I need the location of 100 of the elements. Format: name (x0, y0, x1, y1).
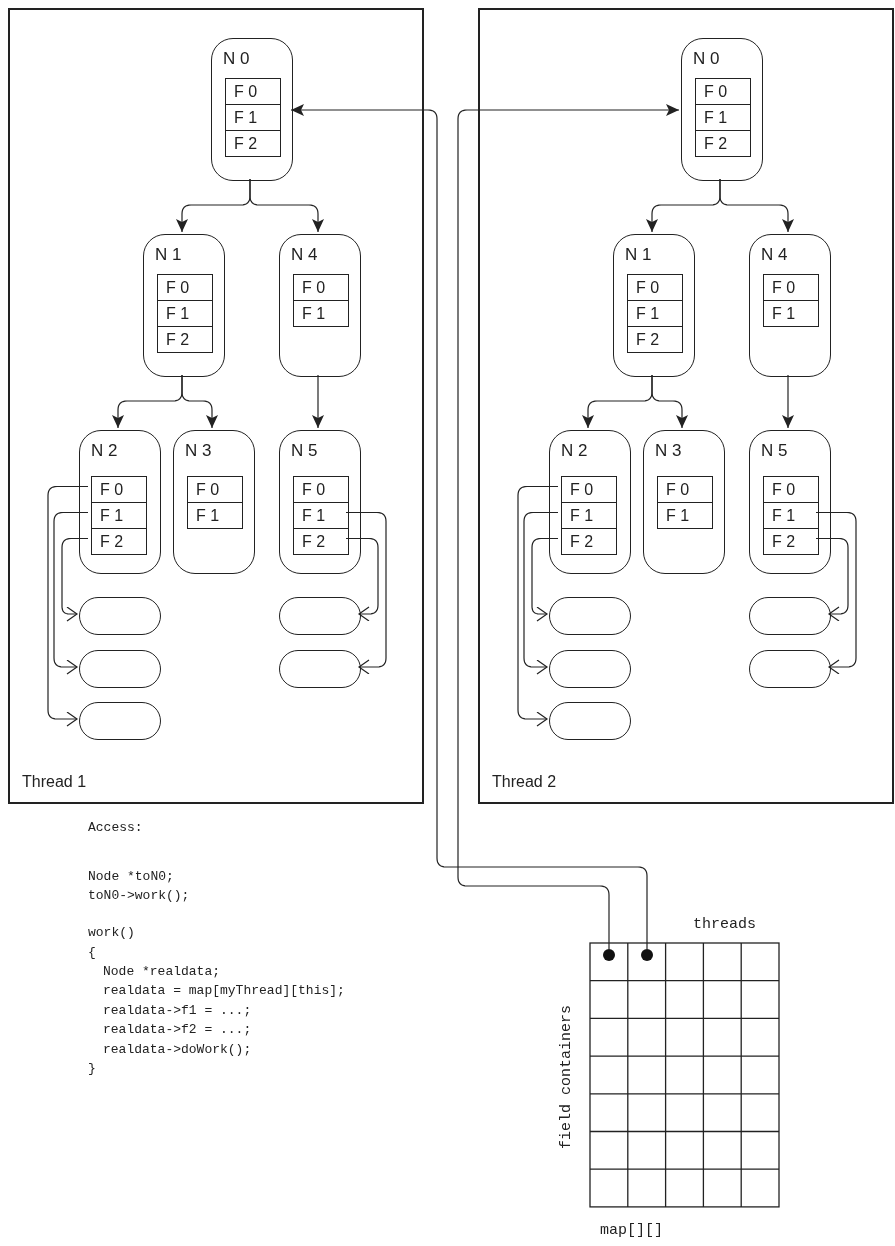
field-label: F 2 (100, 534, 124, 550)
node-box (279, 234, 361, 377)
field-row (763, 528, 819, 555)
arrow (249, 178, 324, 233)
field-row (157, 300, 213, 327)
field-row (293, 476, 349, 503)
field-row (91, 528, 147, 555)
array-label: map[][] (600, 1222, 663, 1238)
field-row (293, 502, 349, 529)
field-row (627, 326, 683, 353)
field-label: F 0 (196, 482, 220, 498)
code-line: realdata->f2 = ...; (103, 1022, 252, 1036)
code-line: { (88, 945, 96, 959)
field-row (561, 476, 617, 503)
code-line: } (88, 1061, 96, 1075)
node-box (749, 430, 831, 574)
code-line: work() (88, 925, 135, 939)
field-row (225, 130, 281, 157)
node-label: N 1 (625, 246, 652, 263)
field-label: F 2 (570, 534, 594, 550)
axis-label-vertical: field containers (558, 1005, 574, 1149)
node-box (613, 234, 695, 377)
arrow (651, 374, 688, 429)
arrow (345, 537, 379, 622)
field-label: F 0 (302, 280, 326, 296)
arrow (312, 374, 324, 429)
node-label: N 2 (91, 442, 118, 459)
field-label: F 0 (302, 482, 326, 498)
field-label: F 1 (772, 508, 796, 524)
field-row (157, 274, 213, 301)
field-row (561, 528, 617, 555)
node-box (211, 38, 293, 181)
node-box (279, 430, 361, 574)
pointer-dot (641, 949, 653, 961)
field-label: F 0 (772, 280, 796, 296)
field-label: F 1 (302, 508, 326, 524)
field-label: F 0 (570, 482, 594, 498)
field-row (91, 476, 147, 503)
arrow (181, 374, 218, 429)
field-row (627, 300, 683, 327)
field-label: F 0 (166, 280, 190, 296)
field-row (763, 274, 819, 301)
code-line: Access: (88, 820, 143, 834)
code-line: Node *realdata; (103, 964, 221, 978)
field-row (187, 476, 243, 503)
arrow (290, 104, 648, 950)
axis-label: threads (693, 916, 756, 932)
arrow (345, 511, 387, 675)
thread-label: Thread 1 (22, 774, 87, 790)
field-label: F 2 (636, 332, 660, 348)
arrow (782, 374, 794, 429)
node-label: N 5 (761, 442, 788, 459)
node-label: N 0 (693, 50, 720, 67)
node-box (643, 430, 725, 574)
field-row (293, 528, 349, 555)
field-row (187, 502, 243, 529)
field-row (763, 476, 819, 503)
field-label: F 0 (234, 84, 258, 100)
node-label: N 1 (155, 246, 182, 263)
field-label: F 2 (772, 534, 796, 550)
arrow (47, 485, 89, 727)
field-label: F 1 (196, 508, 220, 524)
field-label: F 1 (704, 110, 728, 126)
pointer-dot (603, 949, 615, 961)
arrow (815, 511, 857, 675)
node-box (749, 234, 831, 377)
field-label: F 0 (772, 482, 796, 498)
field-row (695, 104, 751, 131)
field-label: F 0 (100, 482, 124, 498)
arrow (531, 537, 559, 622)
code-line: Node *toN0; (88, 869, 174, 883)
thread-panel (478, 8, 894, 804)
field-row (627, 274, 683, 301)
code-line: realdata->doWork(); (103, 1042, 252, 1056)
node-box (681, 38, 763, 181)
code-line: realdata->f1 = ...; (103, 1003, 252, 1017)
field-label: F 1 (100, 508, 124, 524)
arrow (517, 485, 559, 727)
node-label: N 0 (223, 50, 250, 67)
field-row (293, 274, 349, 301)
code-line: toN0->work(); (88, 888, 190, 902)
node-label: N 3 (655, 442, 682, 459)
field-row (293, 300, 349, 327)
field-label: F 2 (704, 136, 728, 152)
node-label: N 3 (185, 442, 212, 459)
field-row (657, 502, 713, 529)
field-label: F 2 (234, 136, 258, 152)
field-row (157, 326, 213, 353)
arrow (523, 511, 559, 675)
field-row (225, 78, 281, 105)
field-label: F 1 (166, 306, 190, 322)
field-label: F 0 (666, 482, 690, 498)
arrow (53, 511, 89, 675)
field-label: F 1 (234, 110, 258, 126)
field-label: F 2 (166, 332, 190, 348)
node-box (143, 234, 225, 377)
node-label: N 4 (761, 246, 788, 263)
field-label: F 1 (570, 508, 594, 524)
field-label: F 1 (636, 306, 660, 322)
field-row (91, 502, 147, 529)
